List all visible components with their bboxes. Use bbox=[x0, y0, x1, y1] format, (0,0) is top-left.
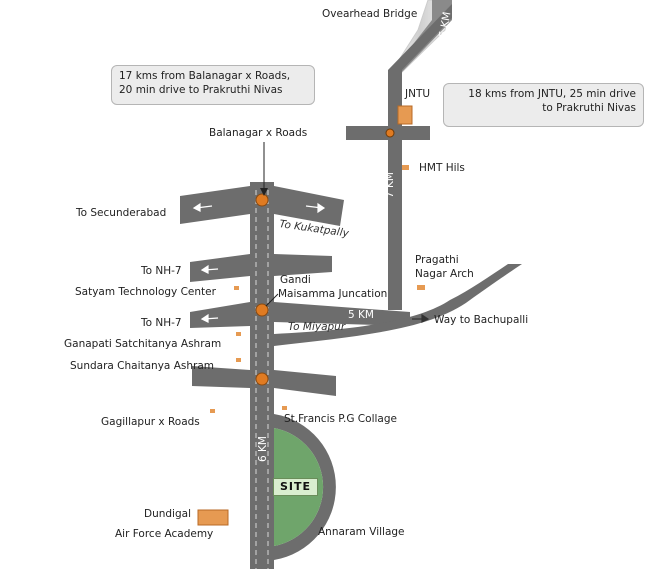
gandi-label-2: Maisamma Juncation bbox=[278, 288, 387, 300]
gagillapur-road bbox=[192, 366, 250, 388]
bridge-to-jntu-link bbox=[388, 4, 452, 70]
gandi-pointer bbox=[265, 293, 279, 307]
to-secunderabad-label: To Secunderabad bbox=[75, 207, 166, 219]
sundara-marker bbox=[236, 358, 241, 362]
balanagar-junction bbox=[255, 193, 269, 207]
balanagar-callout-line2: 20 min drive to Prakruthi Nivas bbox=[119, 84, 283, 96]
sundara-label: Sundara Chaitanya Ashram bbox=[70, 360, 214, 372]
balanagar-label: Balanagar x Roads bbox=[209, 127, 307, 139]
jntu-junction bbox=[385, 128, 395, 138]
ganapati-marker bbox=[236, 332, 241, 336]
gagillapur-label: Gagillapur x Roads bbox=[101, 416, 200, 428]
dundigal-label-1: Dundigal bbox=[144, 508, 191, 520]
satyam-label: Satyam Technology Center bbox=[75, 286, 217, 298]
direction-arrows bbox=[192, 202, 430, 323]
to-miyapur-label: To Miyapur bbox=[288, 321, 346, 333]
site-label: SITE bbox=[273, 478, 318, 496]
gandi-label-1: Gandi bbox=[280, 274, 311, 286]
bachupalli-road bbox=[274, 264, 522, 346]
hmt-hills-label: HMT Hils bbox=[419, 162, 465, 174]
gagillapur-road-right bbox=[274, 370, 336, 396]
gagillapur-marker bbox=[210, 409, 215, 413]
distance-6km: 6 KM bbox=[257, 436, 269, 462]
gandi-maisamma-junction bbox=[255, 303, 269, 317]
st-francis-marker bbox=[282, 406, 287, 410]
jntu-callout: 18 kms from JNTU, 25 min drive to Prakru… bbox=[443, 83, 644, 127]
way-to-bachupalli-label: Way to Bachupalli bbox=[434, 314, 528, 326]
distance-7km: 7 KM bbox=[384, 172, 396, 198]
ganapati-label: Ganapati Satchitanya Ashram bbox=[64, 338, 221, 350]
secunderabad-road bbox=[180, 186, 250, 224]
pragathi-marker bbox=[417, 285, 425, 290]
balanagar-callout: 17 kms from Balanagar x Roads, 20 min dr… bbox=[111, 65, 315, 105]
to-nh7-bottom-label: To NH-7 bbox=[140, 317, 182, 329]
site-ring-road bbox=[274, 414, 336, 560]
pragathi-label-1: Pragathi bbox=[415, 254, 459, 266]
jntu-callout-line2: to Prakruthi Nivas bbox=[542, 102, 636, 114]
satyam-marker bbox=[234, 286, 239, 290]
pragathi-label-2: Nagar Arch bbox=[415, 268, 474, 280]
nh7-bottom-road bbox=[190, 302, 250, 328]
balanagar-pointer-head bbox=[260, 188, 268, 196]
distance-5km-bridge: 5 KM bbox=[437, 11, 453, 39]
nh7-top-road bbox=[190, 254, 250, 282]
jntu-callout-line1: 18 kms from JNTU, 25 min drive bbox=[468, 88, 636, 100]
st-francis-label: St.Francis P.G Collage bbox=[284, 413, 397, 425]
jntu-label: JNTU bbox=[404, 88, 430, 100]
dundigal-label-2: Air Force Academy bbox=[115, 528, 213, 540]
gagillapur-junction bbox=[255, 372, 269, 386]
to-nh7-top-label: To NH-7 bbox=[140, 265, 182, 277]
dundigal-marker bbox=[197, 509, 229, 526]
miyapur-road bbox=[274, 302, 410, 326]
nh7-top-road-right bbox=[274, 254, 332, 276]
distance-5km-miyapur: 5 KM bbox=[348, 309, 374, 321]
annaram-label: Annaram Village bbox=[318, 526, 405, 538]
balanagar-callout-line1: 17 kms from Balanagar x Roads, bbox=[119, 70, 291, 82]
overhead-bridge-label: Ovearhead Bridge bbox=[322, 8, 417, 20]
hmt-hills-marker bbox=[402, 165, 409, 170]
jntu-marker bbox=[397, 105, 413, 125]
